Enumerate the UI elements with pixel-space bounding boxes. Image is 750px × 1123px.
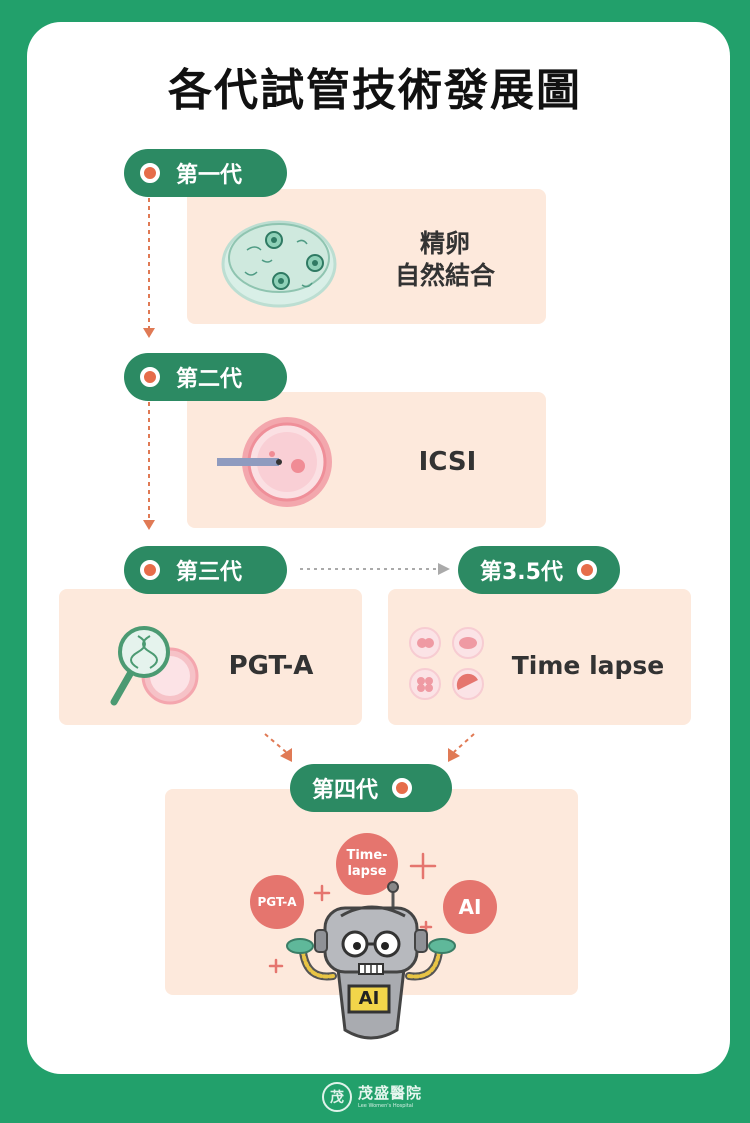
gen35-pill: 第3.5代 — [458, 546, 620, 594]
gen3-box — [59, 589, 362, 725]
logo-name: 茂盛醫院 — [358, 1083, 423, 1102]
gen3-pill: 第三代 — [124, 546, 287, 594]
gen3-label: 第三代 — [176, 560, 243, 585]
gen1-label: 第一代 — [176, 163, 243, 188]
pill-dot-icon — [140, 163, 160, 183]
pill-dot-icon — [140, 560, 160, 580]
pill-dot-icon — [576, 560, 597, 580]
robot-icon — [286, 881, 456, 1040]
gen35-text: Time lapse — [511, 651, 665, 680]
bubble-timelapse-line2: lapse — [347, 864, 387, 879]
gen1-text-line2: 自然結合 — [394, 261, 495, 290]
logo-mark-icon: 茂 — [322, 1082, 352, 1112]
pill-dot-icon — [140, 367, 160, 387]
hospital-logo: 茂 茂盛醫院 Lee Women's Hospital — [322, 1082, 422, 1112]
gen4-label: 第四代 — [312, 778, 379, 803]
gen2-text: ICSI — [418, 447, 477, 477]
gen1-text: 精卵 自然結合 — [380, 228, 510, 292]
gen35-label: 第3.5代 — [480, 560, 563, 585]
pill-dot-icon — [392, 778, 413, 798]
bubble-timelapse-line1: Time- — [346, 848, 388, 863]
gen1-pill: 第一代 — [124, 149, 287, 197]
robot-badge-text: AI — [358, 988, 380, 1009]
gen1-text-line1: 精卵 — [419, 229, 470, 258]
bubble-ai: AI — [443, 880, 497, 934]
petri-dish-icon — [221, 220, 337, 308]
gen2-pill: 第二代 — [124, 353, 287, 401]
gen3-text: PGT-A — [228, 651, 314, 681]
egg-cell-icon — [217, 417, 332, 507]
logo-subtitle: Lee Women's Hospital — [358, 1102, 414, 1109]
gen35-box — [388, 589, 691, 725]
gen2-label: 第二代 — [176, 367, 243, 392]
page-title: 各代試管技術發展圖 — [168, 65, 582, 116]
dna-magnifier-icon — [110, 626, 199, 706]
bubble-pgta: PGT-A — [250, 875, 304, 929]
embryo-cells-icon — [409, 627, 484, 700]
gen4-pill: 第四代 — [290, 764, 452, 812]
